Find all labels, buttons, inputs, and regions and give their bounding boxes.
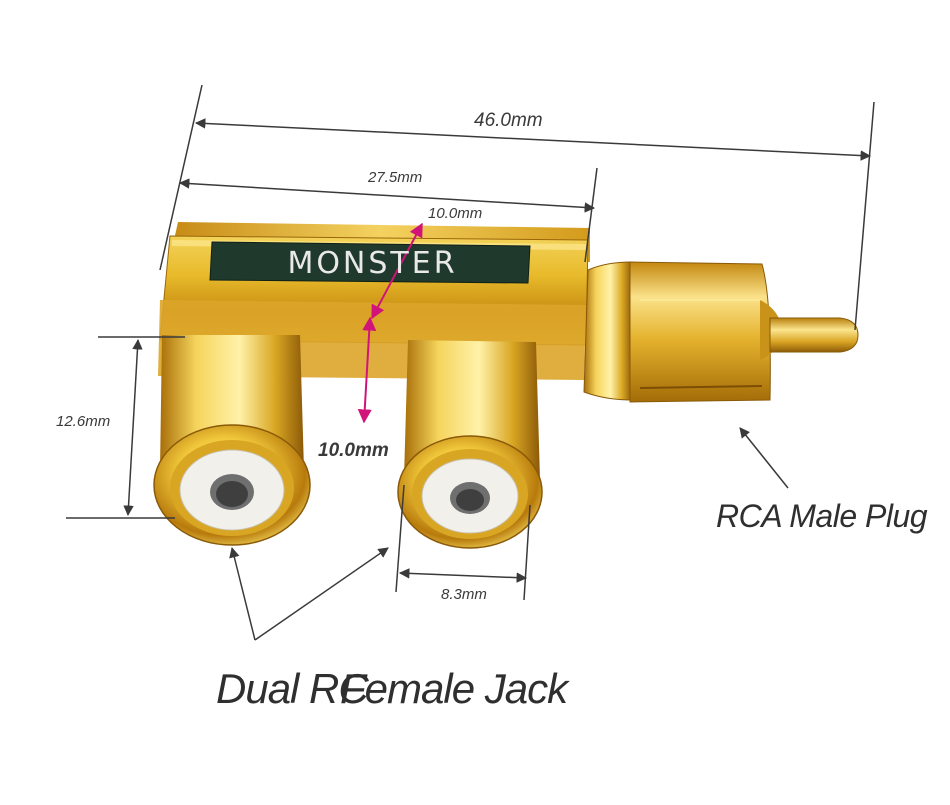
dim-body-length: 27.5mm [368,169,423,186]
dim-overall-length: 46.0mm [474,110,543,131]
brand-logo-text: MONSTER [287,245,458,281]
brand-label-plate [209,241,531,284]
rca-male-plug [583,261,859,403]
dim-body-height: 10.0mm [318,440,389,461]
dim-jack-diameter: 12.6mm [56,413,111,430]
magenta-dimension-arrows [357,222,423,424]
female-jack-right [397,340,543,549]
female-jack-left [153,335,311,546]
dim-body-depth: 10.0mm [428,205,483,222]
callout-dual-rc: Dual RC [216,665,369,712]
dim-jack-spacing: 8.3mm [441,586,487,603]
dimension-lines [66,84,875,641]
callout-rca-male-plug: RCA Male Plug [716,498,928,534]
callout-female-jack: Female Jack [340,665,568,712]
